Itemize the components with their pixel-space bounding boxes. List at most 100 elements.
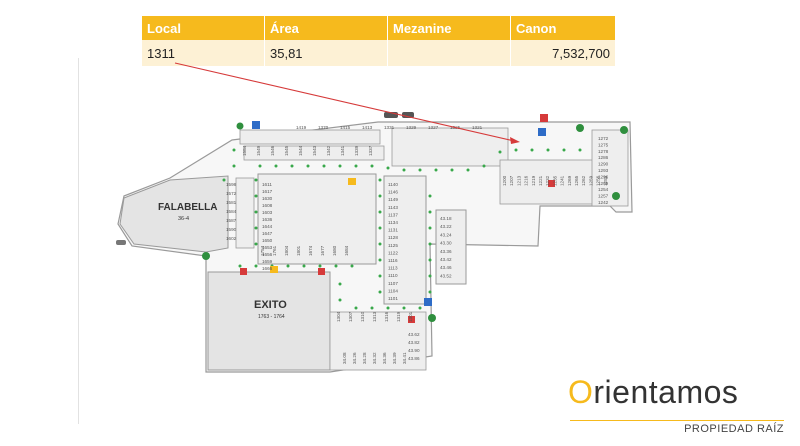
unit-label: 1419	[296, 125, 307, 130]
restroom-icon	[620, 126, 628, 134]
unit-label: 34.26	[352, 352, 357, 364]
accessibility-icon	[538, 128, 546, 136]
cell-canon: 7,532,700	[510, 40, 616, 66]
unit-label: 1216	[524, 175, 529, 186]
brand-underline	[570, 420, 784, 421]
unit-label: 1584	[242, 145, 247, 156]
unit-label: 1262	[581, 175, 586, 186]
unit-label: 1617	[262, 189, 273, 194]
unit-label: 1647	[262, 231, 273, 236]
info-icon	[540, 114, 548, 122]
restroom-icon	[612, 192, 620, 200]
unit-label: 1143	[388, 205, 398, 210]
unit-label: 43.62	[408, 332, 420, 337]
unit-label: 1269	[567, 175, 572, 186]
unit-label: 1329	[406, 125, 417, 130]
unit-label: 1213	[516, 175, 521, 186]
unit-label: 1636	[262, 217, 273, 222]
unit-label: 43.90	[408, 348, 420, 353]
brand-o-letter: O	[568, 374, 594, 410]
north-east-row	[391, 127, 509, 167]
unit-label: 1581	[226, 200, 237, 205]
right-43-block	[435, 209, 467, 285]
unit-label: 1544	[298, 145, 303, 156]
unit-label: 1316	[384, 311, 389, 322]
vehicle-icon	[116, 240, 126, 245]
unit-label: 34.08	[342, 352, 347, 364]
unit-label: 1200	[502, 175, 507, 186]
restroom-icon	[202, 252, 210, 260]
info-icon	[318, 268, 325, 275]
info-icon	[408, 316, 415, 323]
unit-label: 1101	[388, 296, 398, 301]
unit-label: 1290	[598, 162, 609, 167]
unit-label: 1674	[308, 245, 313, 256]
unit-label: 1650	[262, 238, 273, 243]
unit-label: 1754	[260, 245, 265, 256]
unit-label: 43.24	[440, 232, 452, 237]
unit-label: 34.32	[372, 352, 377, 364]
unit-label: 43.42	[440, 257, 452, 262]
unit-pointer-arrow	[174, 62, 515, 142]
unit-label: 34.39	[392, 352, 397, 364]
unit-label: 1370	[318, 125, 329, 130]
unit-info-table: Local Área Mezanine Canon 1311 35,81 7,5…	[142, 16, 616, 66]
escalator-icon	[270, 266, 278, 273]
unit-label: 1804	[284, 245, 289, 256]
amenity-icons	[202, 114, 628, 323]
unit-label: 1656	[262, 252, 273, 257]
falabella-code: 36-4	[178, 216, 189, 222]
unit-label: 43.22	[440, 224, 452, 229]
arrow-head	[510, 137, 520, 144]
unit-label: 1254	[598, 187, 609, 192]
unit-label: 1137	[388, 212, 398, 217]
unit-label: 1304	[336, 311, 341, 322]
unit-label: 1611	[262, 182, 272, 187]
unit-label: 1116	[388, 258, 398, 263]
unit-label: 1125	[388, 243, 398, 248]
unit-label: 43.18	[440, 216, 452, 221]
unit-label: 1543	[312, 145, 317, 156]
vehicle-icon	[402, 112, 414, 118]
escalator-icon	[348, 178, 356, 185]
unit-label: 1598	[226, 182, 237, 187]
brand-logo: Orientamos PROPIEDAD RAÍZ	[568, 374, 788, 435]
unit-label: 1241	[560, 175, 565, 186]
unit-label: 1242	[598, 200, 609, 205]
unit-label: 1140	[388, 182, 398, 187]
accessibility-icon	[252, 121, 260, 129]
unit-label: 1337	[368, 145, 373, 156]
unit-label: 1301	[408, 311, 413, 322]
unit-label: 1310	[360, 311, 365, 322]
table-row: 1311 35,81 7,532,700	[142, 40, 616, 66]
unit-label: 1219	[531, 175, 536, 186]
brand-rest: rientamos	[593, 374, 739, 410]
unit-label: 43.30	[440, 241, 452, 246]
unit-label: 1296	[598, 174, 609, 179]
unit-label: 1630	[262, 196, 273, 201]
unit-label: 1666	[262, 266, 273, 271]
unit-label: 1321	[472, 125, 483, 130]
unit-label: 1603	[262, 210, 273, 215]
unit-label: 1122	[388, 250, 398, 255]
unit-label: 1342	[326, 145, 331, 156]
info-icon	[548, 180, 555, 187]
unit-label: 1327	[428, 125, 439, 130]
unit-label: 1549	[256, 145, 261, 156]
page-divider-line	[78, 58, 79, 424]
right-column-block	[383, 175, 427, 305]
unit-label: 1415	[340, 125, 351, 130]
unit-label: 1413	[362, 125, 373, 130]
unit-label: 1659	[262, 259, 273, 264]
left-column-block	[235, 177, 255, 249]
unit-label: 1257	[598, 194, 609, 199]
unit-label: 1644	[262, 224, 273, 229]
unit-label: 1104	[388, 288, 398, 293]
falabella-label: FALABELLA	[158, 202, 217, 213]
restroom-icon	[576, 124, 584, 132]
unit-label: 1207	[509, 175, 514, 186]
unit-label: 1293	[598, 168, 609, 173]
exito-label: EXITO	[254, 299, 287, 311]
unit-label: 1546	[270, 145, 275, 156]
